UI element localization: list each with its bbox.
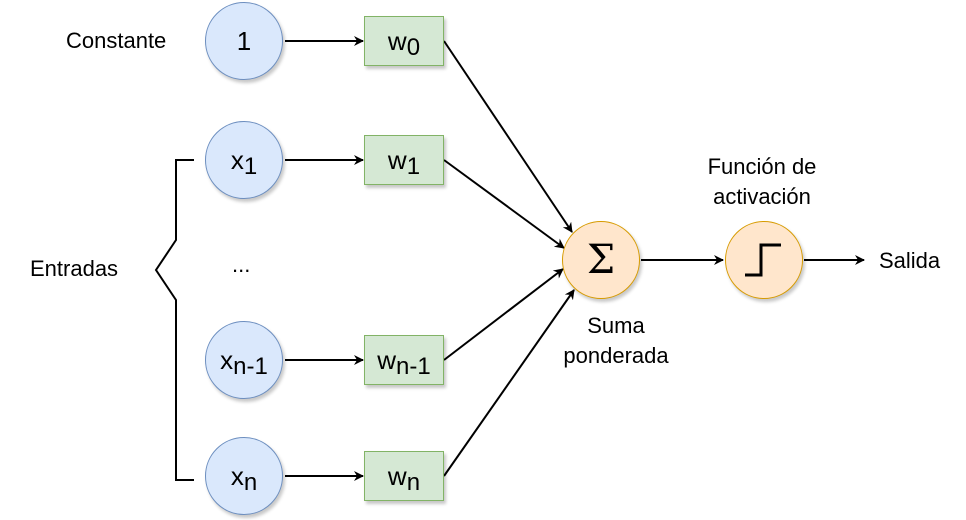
weight-3-base: w <box>387 460 407 491</box>
inputs-brace <box>154 159 194 481</box>
weight-0-base: w <box>387 25 407 56</box>
activation-label-line2: activación <box>713 184 811 209</box>
weight-3-sub: n <box>406 469 421 496</box>
entradas-label: Entradas <box>30 256 119 281</box>
sigma-icon: Σ <box>586 237 616 283</box>
arrow-weight-3 <box>443 289 575 477</box>
weight-2-base: w <box>377 344 397 375</box>
input-3-base: x <box>230 460 244 491</box>
arrow-weight-0 <box>443 40 573 233</box>
sum-label-line2: ponderada <box>563 343 669 368</box>
step-function-icon <box>745 243 781 277</box>
sum-label-line1: Suma <box>587 313 645 338</box>
input-2-sub: n-1 <box>233 353 268 380</box>
weight-1-base: w <box>387 144 407 175</box>
constante-label: Constante <box>66 28 167 53</box>
activation-label-line1: Función de <box>707 154 817 179</box>
output-label: Salida <box>879 248 941 273</box>
input-0-base: 1 <box>236 25 252 56</box>
input-1-base: x <box>230 144 244 175</box>
activation-node <box>725 221 803 299</box>
input-1-sub: 1 <box>243 153 258 180</box>
input-node-constant: 1 <box>205 2 283 80</box>
weight-0-sub: 0 <box>406 34 421 61</box>
weight-1-sub: 1 <box>406 153 421 180</box>
ellipsis: ... <box>232 252 251 277</box>
arrow-weight-2 <box>443 268 564 361</box>
sum-label: Suma ponderada <box>551 311 681 371</box>
input-2-base: x <box>220 344 234 375</box>
sum-node: Σ <box>562 221 640 299</box>
input-3-sub: n <box>243 469 258 496</box>
weight-2-sub: n-1 <box>396 353 431 380</box>
arrow-weight-1 <box>443 159 565 249</box>
activation-label: Función de activación <box>692 152 832 212</box>
